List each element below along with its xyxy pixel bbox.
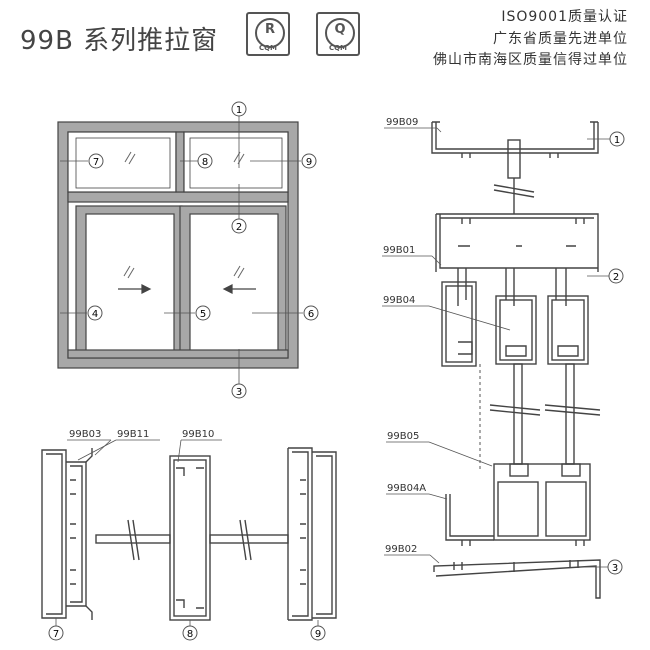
certification-guangdong: 广东省质量先进单位 bbox=[493, 31, 628, 47]
callout-label: 9 bbox=[306, 157, 312, 168]
profile-labels: 99B09 99B01 99B04 99B05 99B04A 99B02 99B… bbox=[69, 117, 426, 555]
callout-5: 5 bbox=[195, 305, 211, 321]
callout-label: 8 bbox=[187, 629, 193, 640]
badge-ring-icon bbox=[255, 18, 285, 48]
bottom-callout-7: 7 bbox=[48, 625, 64, 641]
sash-right-glass bbox=[189, 213, 279, 353]
page-title: 99B 系列推拉窗 bbox=[20, 26, 219, 56]
callout-6: 6 bbox=[303, 305, 319, 321]
callout-label: 3 bbox=[236, 387, 242, 398]
section-callout-2: 2 bbox=[608, 268, 624, 284]
certification-iso: ISO9001质量认证 bbox=[501, 9, 628, 25]
profile-label-99B04: 99B04 bbox=[383, 295, 415, 306]
profile-label-99B10: 99B10 bbox=[182, 429, 214, 440]
profile-label-99B03: 99B03 bbox=[69, 429, 101, 440]
bottom-rail bbox=[67, 349, 289, 359]
callout-9: 9 bbox=[301, 153, 317, 169]
top-mullion bbox=[175, 131, 185, 193]
badge-text: CQM bbox=[328, 44, 348, 52]
window-elevation bbox=[57, 121, 299, 369]
callout-4: 4 bbox=[87, 305, 103, 321]
callout-label: 9 bbox=[315, 629, 321, 640]
profile-label-99B05: 99B05 bbox=[387, 431, 419, 442]
horizontal-section bbox=[41, 447, 337, 621]
profile-label-99B11: 99B11 bbox=[117, 429, 149, 440]
callout-3: 3 bbox=[231, 383, 247, 399]
badge-glyph: R bbox=[264, 22, 275, 37]
callout-label: 1 bbox=[614, 135, 620, 146]
callout-label: 4 bbox=[92, 309, 98, 320]
callout-7: 7 bbox=[88, 153, 104, 169]
section-callout-3: 3 bbox=[607, 559, 623, 575]
profile-label-99B04A: 99B04A bbox=[387, 483, 426, 494]
callout-2: 2 bbox=[231, 218, 247, 234]
sash-left-glass bbox=[85, 213, 175, 353]
transom-bar bbox=[67, 191, 289, 203]
top-light-left bbox=[67, 131, 177, 193]
callout-label: 5 bbox=[200, 309, 206, 320]
callout-label: 8 bbox=[202, 157, 208, 168]
callout-8: 8 bbox=[197, 153, 213, 169]
profile-label-99B01: 99B01 bbox=[383, 245, 415, 256]
callout-label: 6 bbox=[308, 309, 314, 320]
profile-label-99B09: 99B09 bbox=[386, 117, 418, 128]
callout-label: 2 bbox=[613, 272, 619, 283]
vertical-section bbox=[431, 121, 601, 599]
badge-ring-icon bbox=[325, 18, 355, 48]
callout-label: 1 bbox=[236, 105, 242, 116]
bottom-callout-8: 8 bbox=[182, 625, 198, 641]
callout-1: 1 bbox=[231, 101, 247, 117]
callout-label: 2 bbox=[236, 222, 242, 233]
callout-label: 7 bbox=[53, 629, 59, 640]
callout-label: 7 bbox=[93, 157, 99, 168]
certification-foshan: 佛山市南海区质量信得过单位 bbox=[433, 52, 628, 68]
sliding-arrow-icon bbox=[118, 284, 256, 294]
bottom-callout-9: 9 bbox=[310, 625, 326, 641]
badge-text: CQM bbox=[258, 44, 278, 52]
cqm-r-certification-badge: R CQM bbox=[246, 12, 290, 56]
badge-glyph: Q bbox=[334, 22, 346, 37]
section-callout-1: 1 bbox=[609, 131, 625, 147]
profile-label-99B02: 99B02 bbox=[385, 544, 417, 555]
callout-label: 3 bbox=[612, 563, 618, 574]
cqm-q-certification-badge: Q CQM bbox=[316, 12, 360, 56]
callout-markers: 1 2 3 4 5 6 7 8 9 1 2 3 7 8 9 bbox=[48, 101, 625, 641]
